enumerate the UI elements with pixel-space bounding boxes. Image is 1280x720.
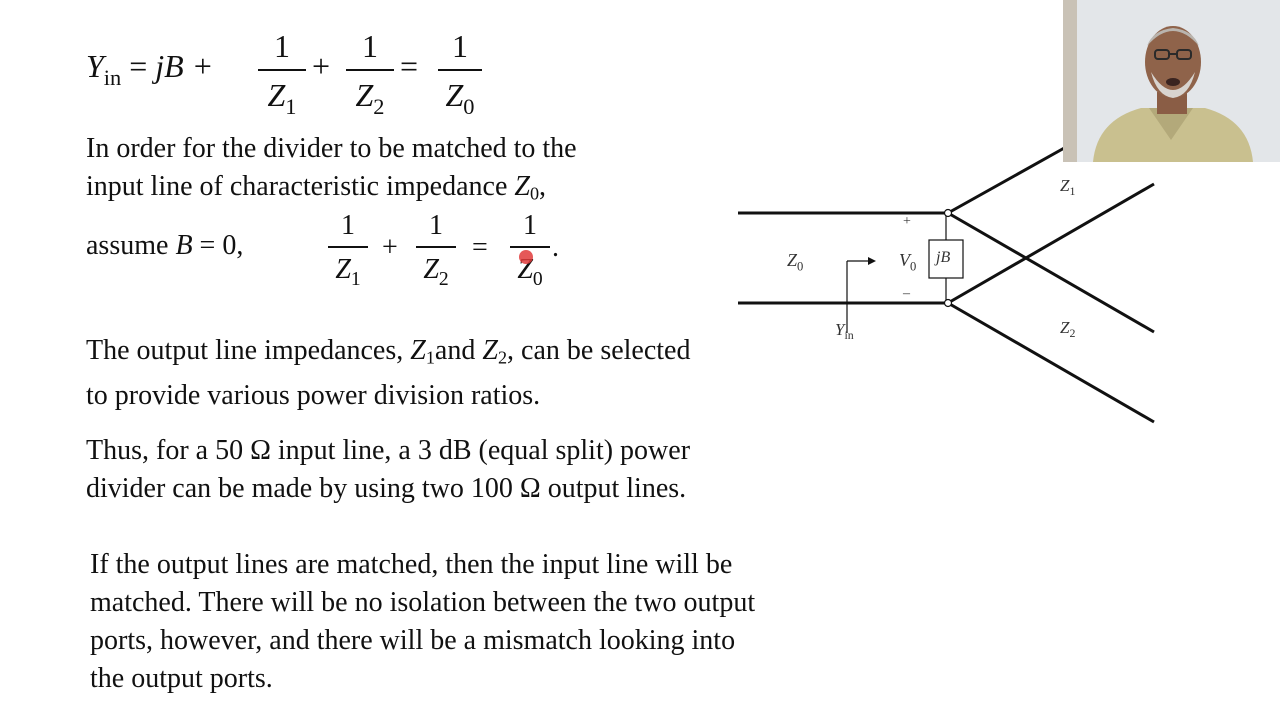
period: . xyxy=(552,232,559,263)
fraction-1-over-z2: 1 Z2 xyxy=(416,210,456,291)
jb-label: jB xyxy=(936,249,951,266)
equation-input-admittance: Yin = jB + 1 Z1 + 1 Z2 = 1 Z0 xyxy=(86,28,506,120)
t-junction-divider-diagram xyxy=(738,140,1155,424)
numerator: 1 xyxy=(523,210,537,241)
isolation-line-4: the output ports. xyxy=(90,663,273,694)
jb-term: jB + xyxy=(155,48,214,84)
fraction-bar xyxy=(328,246,368,248)
z1-label: Z1 xyxy=(1060,176,1076,199)
plus-sign: + xyxy=(312,48,331,84)
fraction-bar xyxy=(438,69,482,71)
output-impedance-line-2: to provide various power division ratios… xyxy=(86,379,541,411)
minus-label: – xyxy=(903,286,910,301)
matching-line-1: In order for the divider to be matched t… xyxy=(86,133,577,164)
laser-pointer xyxy=(519,250,533,264)
fraction-bar xyxy=(416,246,456,248)
denominator: Z1 xyxy=(335,254,361,290)
equals-sign-2: = xyxy=(400,48,419,84)
v0-label: V0 xyxy=(899,250,917,274)
fraction-1-over-z0: 1 Z0 xyxy=(438,28,482,120)
fraction-bar xyxy=(258,69,306,71)
example-line-2: divider can be made by using two 100 Ω o… xyxy=(86,473,687,504)
fraction-1-over-z1: 1 Z1 xyxy=(258,28,306,120)
numerator: 1 xyxy=(341,210,355,241)
output-line-2-lower xyxy=(947,301,1155,424)
fraction-bar xyxy=(346,69,394,71)
assume-label: assume B = 0, xyxy=(86,230,244,261)
yin-symbol: Y xyxy=(86,48,104,84)
junction-node-bottom xyxy=(943,298,953,308)
fraction-1-over-z1: 1 Z1 xyxy=(328,210,368,291)
yin-label: Yin xyxy=(835,320,854,343)
yin-arrow-head xyxy=(868,257,876,265)
presenter-image xyxy=(1063,0,1280,162)
matching-paragraph: In order for the divider to be matched t… xyxy=(86,130,577,213)
example-line-1: Thus, for a 50 Ω input line, a 3 dB (equ… xyxy=(86,435,691,466)
denominator: Z2 xyxy=(355,77,385,119)
isolation-line-2: matched. There will be no isolation betw… xyxy=(90,587,756,618)
denominator: Z1 xyxy=(267,77,297,119)
plus-label: + xyxy=(903,214,911,229)
jb-susceptance-box xyxy=(928,239,964,279)
denominator: Z0 xyxy=(445,77,475,119)
output-impedance-paragraph: The output line impedances, Z1and Z2, ca… xyxy=(86,332,690,415)
fraction-1-over-z2: 1 Z2 xyxy=(346,28,394,120)
fraction-bar xyxy=(510,246,550,248)
plus-sign: + xyxy=(382,232,398,263)
equals-sign: = xyxy=(472,232,488,263)
yin-term: Yin = jB + xyxy=(86,48,213,91)
matching-line-2: input line of characteristic impedance Z… xyxy=(86,171,547,204)
output-impedance-line-1: The output line impedances, Z1and Z2, ca… xyxy=(86,335,691,368)
example-paragraph: Thus, for a 50 Ω input line, a 3 dB (equ… xyxy=(86,432,690,508)
output-line-2-upper xyxy=(947,182,1155,305)
isolation-paragraph: If the output lines are matched, then th… xyxy=(90,546,755,698)
z2-label: Z2 xyxy=(1060,318,1076,341)
z0-label: Z0 xyxy=(787,250,804,274)
junction-node-top xyxy=(943,208,953,218)
yin-subscript: in xyxy=(103,64,122,90)
numerator: 1 xyxy=(274,28,290,64)
isolation-line-3: ports, however, and there will be a mism… xyxy=(90,625,736,656)
presenter-webcam-overlay xyxy=(1063,0,1280,162)
numerator: 1 xyxy=(452,28,468,64)
numerator: 1 xyxy=(362,28,378,64)
isolation-line-1: If the output lines are matched, then th… xyxy=(90,549,733,580)
output-line-1-lower xyxy=(947,211,1155,334)
equals-sign: = xyxy=(129,48,148,84)
output-line-1-upper xyxy=(947,140,1076,215)
denominator: Z2 xyxy=(423,254,449,290)
numerator: 1 xyxy=(429,210,443,241)
equation-assume-b-zero: assume B = 0, 1 Z1 + 1 Z2 = 1 Z0 . xyxy=(86,210,586,300)
